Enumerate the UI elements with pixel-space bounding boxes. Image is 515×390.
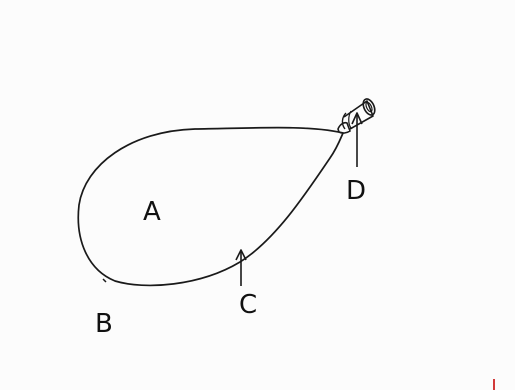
arrow-to-c bbox=[235, 249, 247, 286]
arrow-to-d bbox=[351, 112, 363, 167]
balloon-outline bbox=[77, 126, 344, 287]
label-b: B bbox=[95, 309, 113, 339]
label-b-tick bbox=[102, 278, 107, 283]
label-d: D bbox=[346, 176, 366, 206]
label-a: A bbox=[143, 197, 161, 227]
label-c: C bbox=[239, 290, 257, 320]
